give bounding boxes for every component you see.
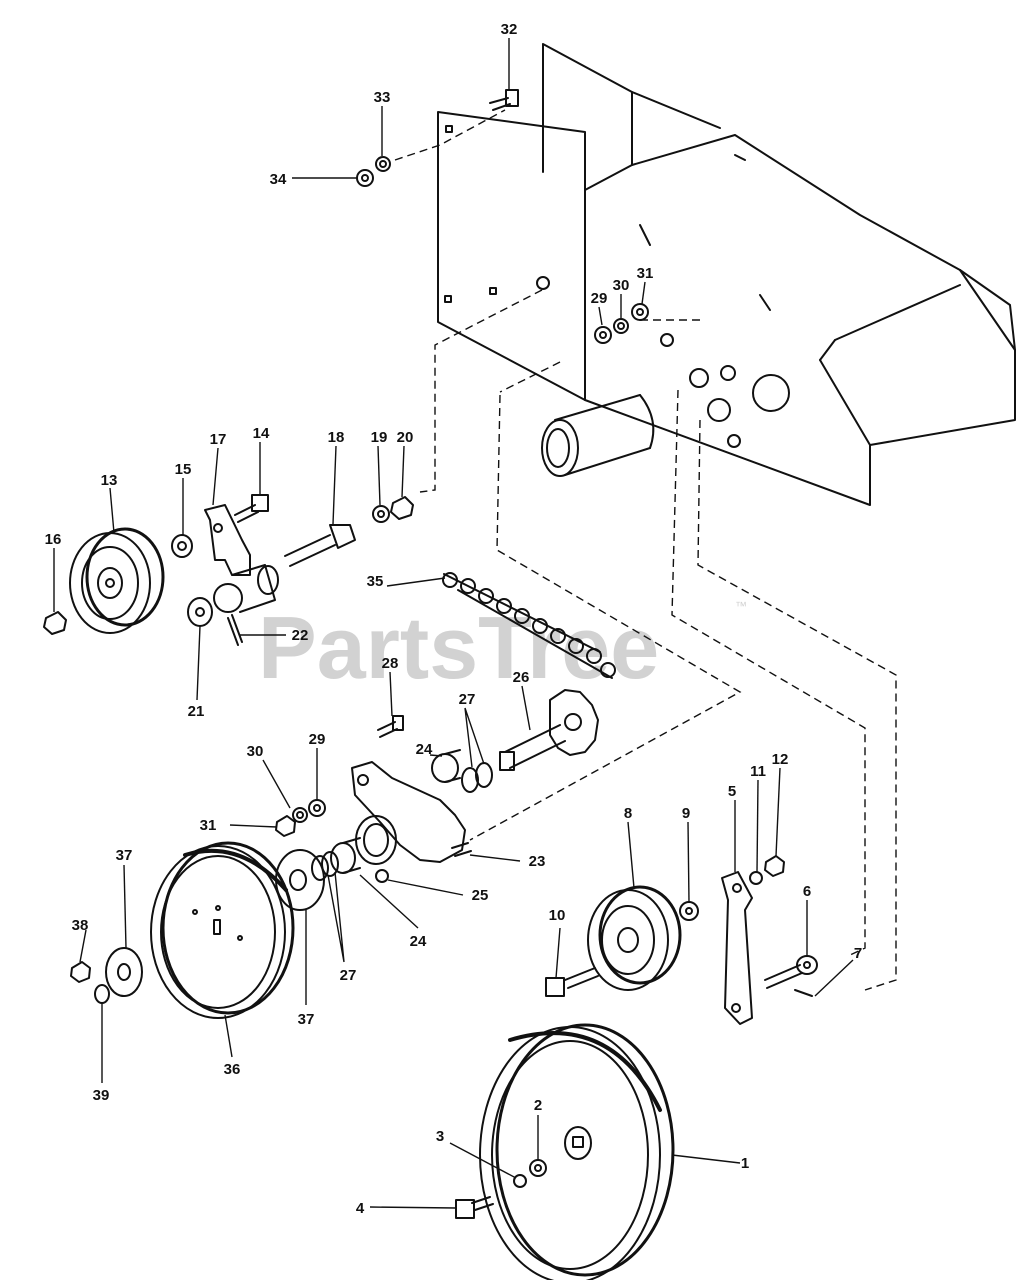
- part-label-37b: 37: [298, 1011, 315, 1028]
- part-label-29a: 29: [591, 290, 608, 307]
- part-17-bracket: [204, 504, 279, 613]
- part-label-32: 32: [501, 21, 518, 38]
- part-6-7-washer-pin: [794, 955, 818, 997]
- part-label-30a: 30: [613, 277, 630, 294]
- part-label-27b: 27: [340, 967, 357, 984]
- part-26-sprocket-shaft: [499, 689, 599, 771]
- part-36-pulley: [150, 841, 295, 1019]
- frame-housing: [437, 43, 1016, 506]
- part-label-4: 4: [356, 1200, 365, 1217]
- part-label-39: 39: [93, 1087, 110, 1104]
- part-label-26: 26: [513, 669, 530, 686]
- part-label-5: 5: [728, 783, 736, 800]
- part-14-bolt: [234, 494, 269, 523]
- part-label-31a: 31: [637, 265, 654, 282]
- part-label-22: 22: [292, 627, 309, 644]
- part-label-30b: 30: [247, 743, 264, 760]
- part-24-bushing-lower: [330, 837, 361, 874]
- part-22-cotter-pin: [227, 614, 243, 646]
- part-27-spacers-upper: [461, 762, 493, 793]
- part-13-idler-pulley: [69, 527, 165, 634]
- part-label-29b: 29: [309, 731, 326, 748]
- part-27-spacers-lower: [311, 851, 339, 881]
- part-23-bolt: [451, 842, 472, 857]
- part-label-20: 20: [397, 429, 414, 446]
- part-35-chain: [442, 572, 616, 679]
- part-label-12: 12: [772, 751, 789, 768]
- watermark-trademark: ™: [735, 599, 747, 613]
- part-label-21: 21: [188, 703, 205, 720]
- part-label-17: 17: [210, 431, 227, 448]
- part-label-19: 19: [371, 429, 388, 446]
- part-21-washer: [187, 597, 213, 627]
- part-4-bolt: [455, 1196, 494, 1219]
- part-label-15: 15: [175, 461, 192, 478]
- part-18-pin: [284, 524, 356, 567]
- part-label-24b: 24: [410, 933, 427, 950]
- part-label-24a: 24: [416, 741, 433, 758]
- bearing-bracket: [351, 761, 466, 865]
- part-label-33: 33: [374, 89, 391, 106]
- part-37-hub-left: [105, 947, 143, 997]
- part-28-bolt: [377, 715, 404, 738]
- part-label-37a: 37: [116, 847, 133, 864]
- part-5-arm: [721, 871, 803, 1025]
- part-29-30-31-lower: [275, 799, 326, 837]
- assembly-lines: [394, 109, 897, 991]
- part-label-6: 6: [803, 883, 811, 900]
- part-29-30-31-upper: [594, 303, 649, 344]
- part-label-28: 28: [382, 655, 399, 672]
- part-label-13: 13: [101, 472, 118, 489]
- leader-lines: [53, 38, 854, 1209]
- part-label-23: 23: [529, 853, 546, 870]
- part-label-3: 3: [436, 1128, 444, 1145]
- part-label-34: 34: [270, 171, 287, 188]
- part-2-3-washer: [513, 1159, 547, 1188]
- part-label-38: 38: [72, 917, 89, 934]
- part-24-bushing-upper: [431, 749, 461, 783]
- part-label-27a: 27: [459, 691, 476, 708]
- part-16-nut: [43, 611, 67, 635]
- part-10-bolt: [545, 967, 599, 997]
- watermark: PartsTree: [258, 598, 659, 697]
- part-9-washer: [679, 901, 699, 921]
- part-label-7: 7: [854, 945, 862, 962]
- part-label-9: 9: [682, 805, 690, 822]
- part-19-20-washer-nut: [372, 496, 414, 523]
- part-label-36: 36: [224, 1061, 241, 1078]
- part-1-drive-pulley: [479, 1023, 675, 1280]
- part-25-fitting: [375, 869, 389, 883]
- part-label-18: 18: [328, 429, 345, 446]
- part-label-16: 16: [45, 531, 62, 548]
- part-label-25: 25: [472, 887, 489, 904]
- part-33-34-nut-washer: [356, 156, 391, 187]
- part-label-1: 1: [741, 1155, 749, 1172]
- part-label-31b: 31: [200, 817, 217, 834]
- part-label-8: 8: [624, 805, 632, 822]
- part-11-12-washer-nut: [749, 855, 785, 885]
- part-label-11: 11: [750, 763, 766, 780]
- part-32-bolt: [489, 89, 519, 111]
- part-label-35: 35: [367, 573, 384, 590]
- part-8-idler-pulley: [587, 885, 682, 991]
- part-15-washer: [171, 534, 193, 558]
- part-label-2: 2: [534, 1097, 542, 1114]
- part-label-14: 14: [253, 425, 270, 442]
- part-38-39-nut-washer: [70, 961, 110, 1004]
- part-label-10: 10: [549, 907, 566, 924]
